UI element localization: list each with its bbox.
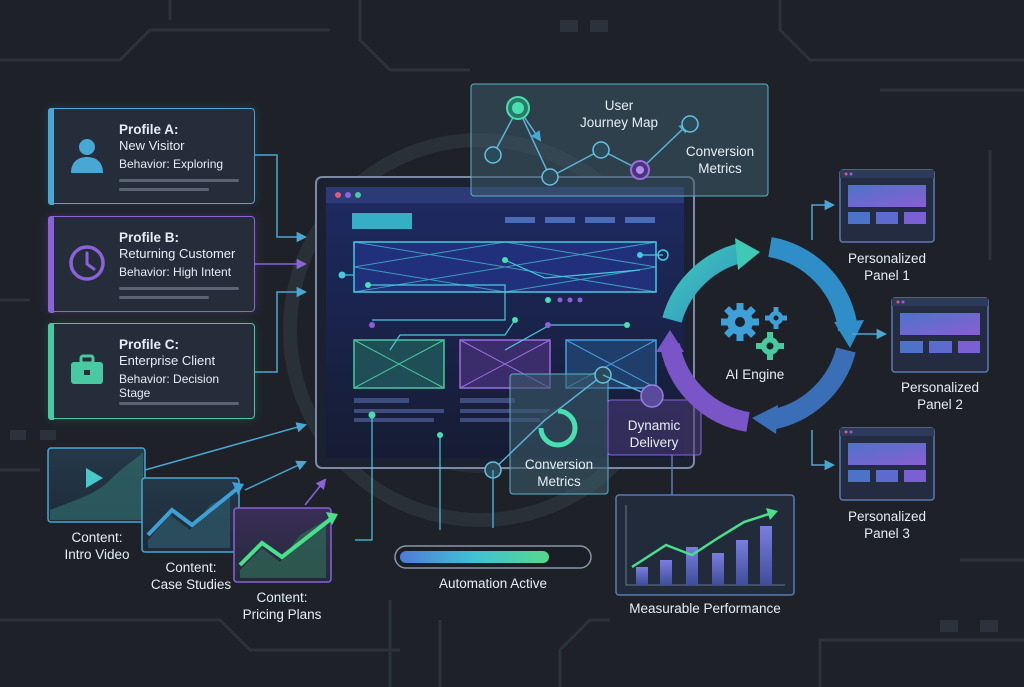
automation-label: Automation Active [438, 576, 548, 591]
automation-progress-bar [394, 470, 592, 569]
clock-icon [69, 245, 105, 281]
profile-title: Profile C: [119, 337, 180, 352]
personalized-panel-3 [839, 427, 935, 501]
content-intro-video-label: Content:Intro Video [64, 530, 130, 562]
content-pricing-plans-label: Content:Pricing Plans [242, 590, 322, 622]
profile-connectors [255, 154, 308, 373]
journey-map-overlay [470, 83, 769, 197]
performance-chart [615, 455, 795, 596]
ai-engine-label: AI Engine [725, 367, 785, 382]
personalized-panel-2 [891, 297, 989, 373]
profile-behavior: Behavior: Exploring [119, 157, 224, 171]
profile-subtitle: Returning Customer [119, 246, 236, 261]
content-connectors [144, 422, 327, 506]
gears-icon [721, 303, 787, 360]
main-dashboard-screen [315, 176, 695, 541]
content-card-pricing-plans [233, 507, 338, 583]
content-card-intro-video [47, 447, 146, 523]
profile-title: Profile B: [119, 230, 180, 245]
profile-card-b[interactable]: Profile B: Returning Customer Behavior: … [47, 215, 255, 313]
performance-label: Measurable Performance [629, 601, 781, 616]
content-card-case-studies [141, 477, 244, 553]
play-icon [86, 468, 103, 488]
profile-subtitle: New Visitor [119, 138, 185, 153]
person-icon [71, 139, 103, 173]
profile-card-a[interactable]: Profile A: New Visitor Behavior: Explori… [47, 107, 255, 205]
profile-card-c[interactable]: Profile C: Enterprise Client Behavior: D… [47, 322, 255, 420]
profile-subtitle: Enterprise Client [119, 353, 216, 368]
ai-engine-ring [656, 237, 864, 434]
content-case-studies-label: Content:Case Studies [150, 560, 232, 592]
personalized-panel-1 [839, 169, 935, 243]
briefcase-icon [71, 354, 103, 384]
profile-behavior: Behavior: High Intent [119, 265, 232, 279]
dynamic-delivery-overlay [607, 384, 702, 456]
panel-connectors [811, 199, 888, 471]
profile-title: Profile A: [119, 122, 179, 137]
profile-behavior: Behavior: Decision Stage [119, 372, 220, 400]
